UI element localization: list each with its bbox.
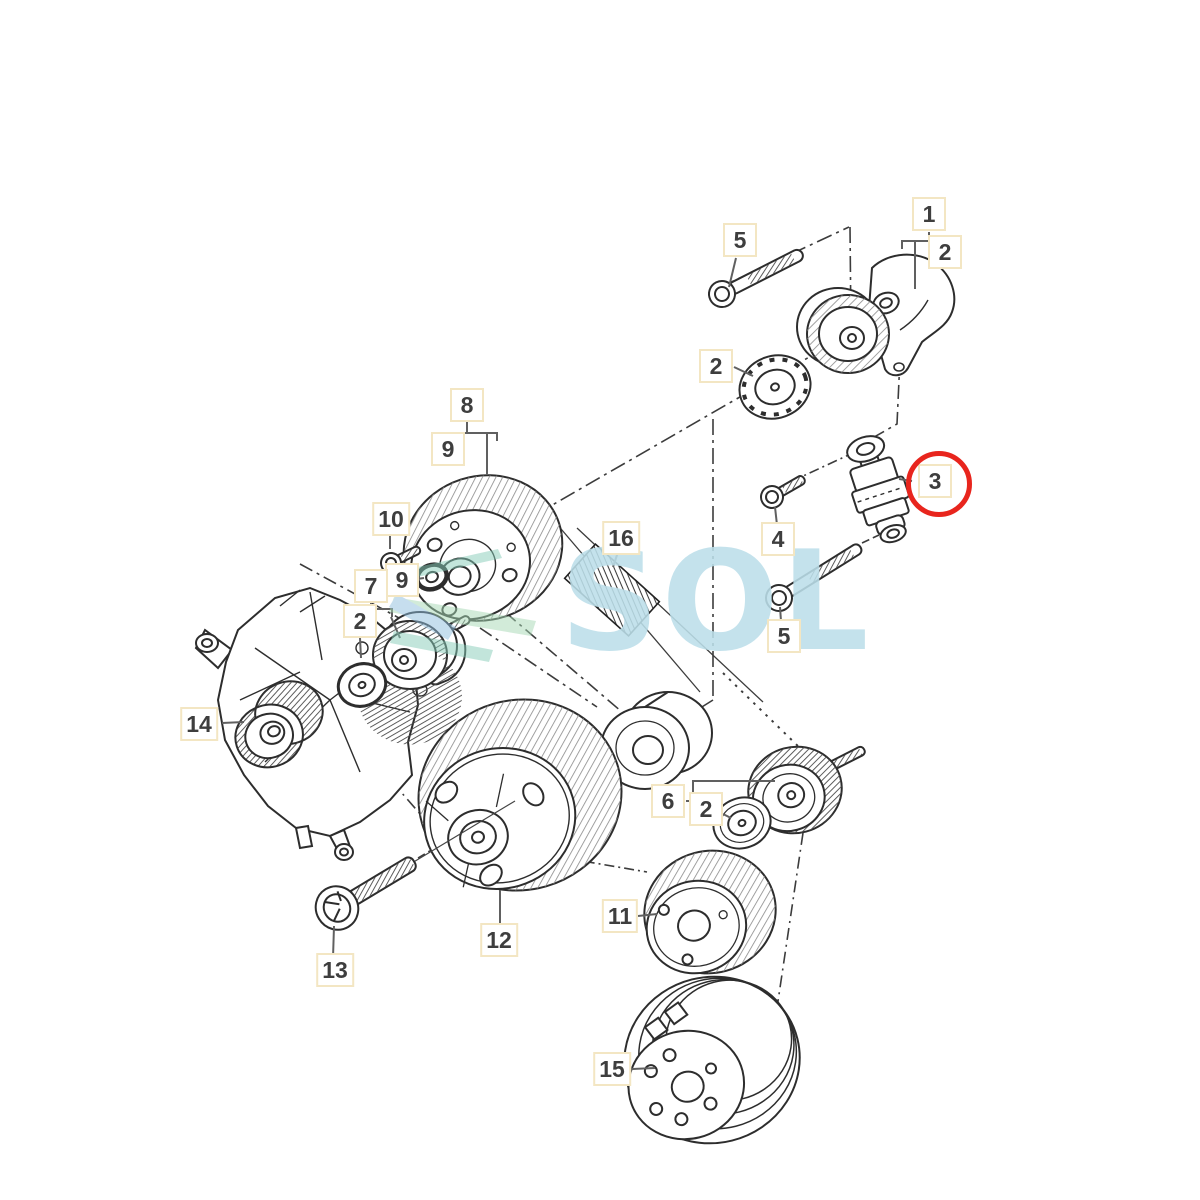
part-label-5-lower: 5 (767, 619, 801, 653)
intermediate-pulley (643, 849, 777, 975)
watermark-swoosh (389, 549, 536, 662)
short-bolt-4 (760, 475, 806, 509)
part-label-1: 1 (912, 197, 946, 231)
flange-washer-7 (336, 662, 388, 708)
part-label-5-top: 5 (723, 223, 757, 257)
part-label-2-washer: 2 (699, 349, 733, 383)
flange-washer-6 (712, 796, 772, 850)
part-label-2-pulley: 2 (343, 604, 377, 638)
part-label-16: 16 (602, 521, 640, 555)
belt-segment (563, 543, 661, 637)
compressor-pulley (623, 975, 801, 1145)
long-bolt-top (708, 248, 804, 308)
part-label-4: 4 (761, 522, 795, 556)
part-label-8: 8 (450, 388, 484, 422)
part-label-12: 12 (480, 923, 518, 957)
flange-washer-2 (738, 354, 812, 420)
crankshaft-bolt (314, 856, 417, 931)
part-label-15: 15 (593, 1052, 631, 1086)
long-bolt-lower (765, 543, 863, 612)
part-label-9-group: 9 (431, 432, 465, 466)
part-label-7: 7 (354, 569, 388, 603)
crank-axis-line (401, 800, 516, 870)
tensioner-idler-pulley (796, 287, 890, 374)
part-label-11: 11 (601, 899, 639, 933)
part-label-2-idler: 2 (689, 792, 723, 826)
crankshaft-pulley (417, 698, 623, 892)
deflection-roller (600, 691, 713, 790)
part-label-10: 10 (372, 502, 410, 536)
idler-pulley (747, 745, 843, 835)
highlight-circle-part-3 (906, 451, 972, 517)
part-label-14: 14 (180, 707, 218, 741)
part-label-2-group1: 2 (928, 235, 962, 269)
part-label-13: 13 (316, 953, 354, 987)
tensioner-damper (846, 435, 910, 544)
part-label-9-nut: 9 (385, 563, 419, 597)
part-label-6: 6 (651, 784, 685, 818)
alternator (194, 586, 428, 861)
